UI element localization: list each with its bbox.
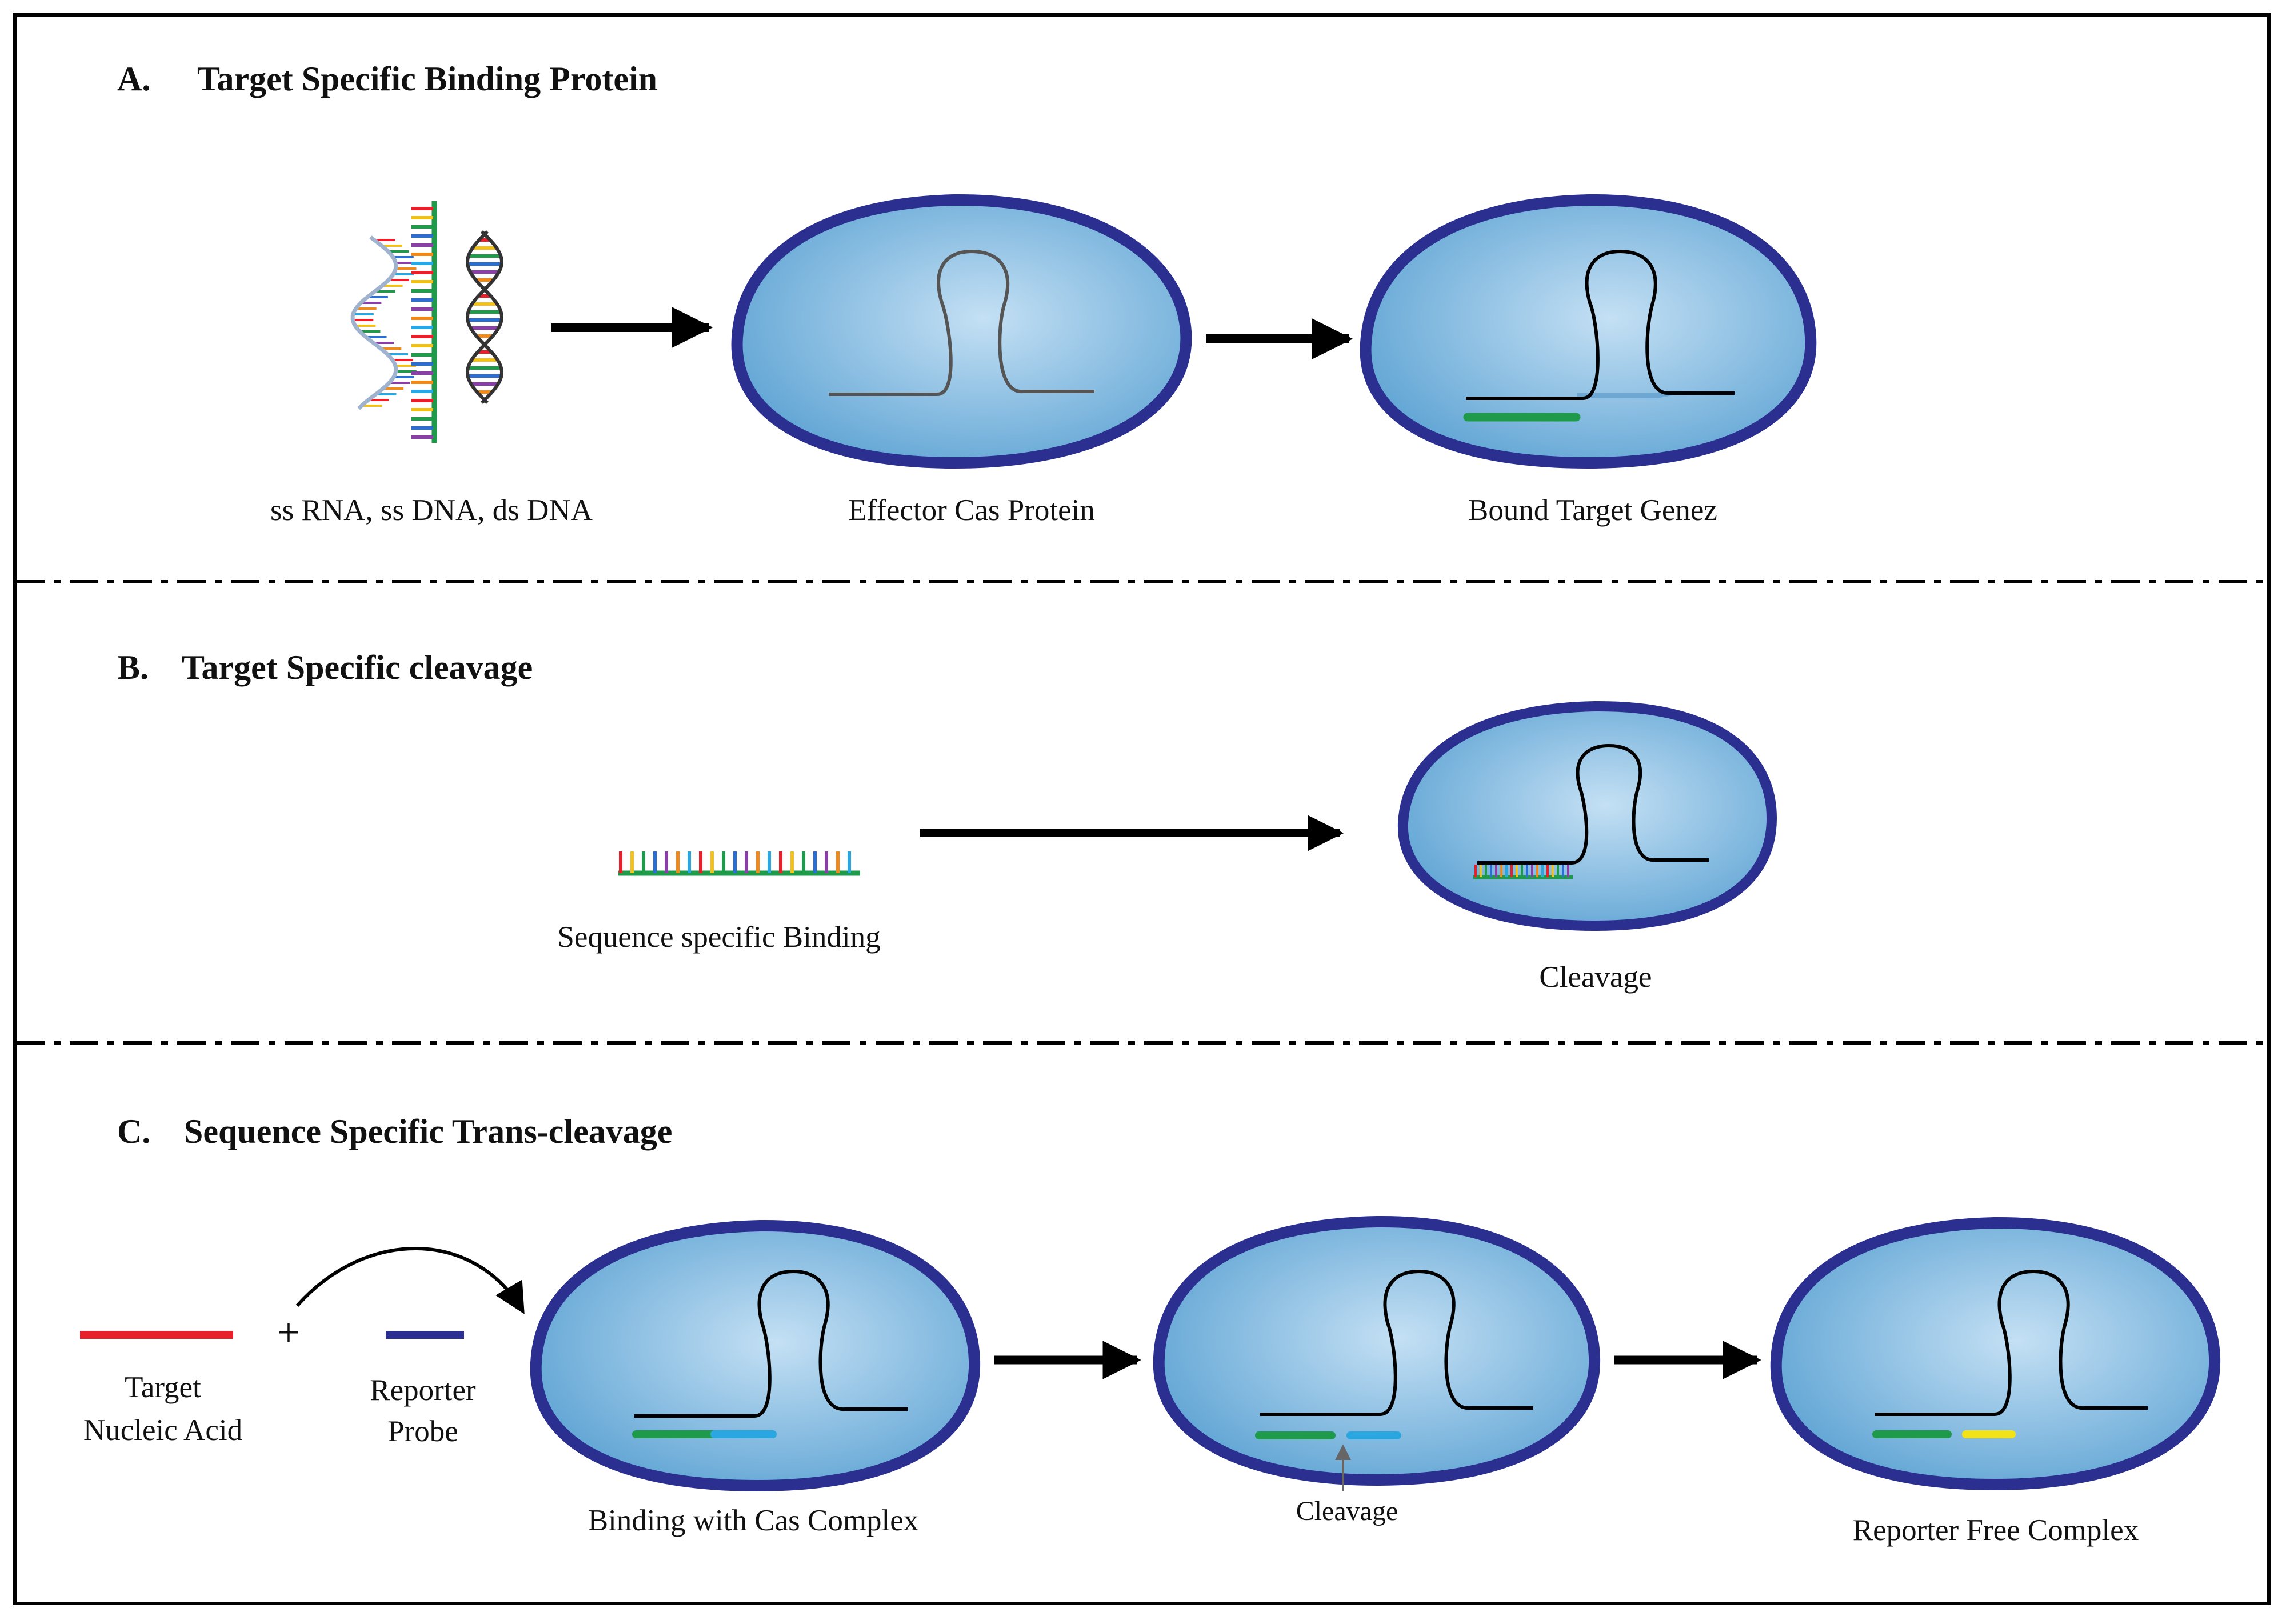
ds-dna-helix-icon xyxy=(465,230,504,405)
guide-rna-loop xyxy=(1260,1269,1533,1416)
guide-rna-loop xyxy=(829,249,1094,396)
cas-cell-body xyxy=(530,1219,981,1492)
cas-cell-body xyxy=(1360,194,1817,469)
guide-rna-loop xyxy=(1875,1269,2148,1416)
guide-rna-loop xyxy=(1477,743,1709,865)
label-binding-complex: Binding with Cas Complex xyxy=(588,1504,919,1537)
ss-dna-comb-icon xyxy=(618,851,860,876)
dna-strand-2 xyxy=(465,230,504,405)
outer-frame xyxy=(13,13,2271,1605)
label-cleavage-point: Cleavage xyxy=(1296,1496,1398,1526)
effector-cas-protein xyxy=(731,194,1192,469)
bound-comb-strand xyxy=(1473,865,1573,879)
plus-sign: + xyxy=(277,1311,299,1355)
rna-backbone xyxy=(350,235,398,410)
ss-rna-helix-icon xyxy=(350,235,417,410)
ss-dna-strand-icon xyxy=(411,201,437,443)
cas-cell-body xyxy=(1770,1217,2221,1491)
curved-arrow-icon xyxy=(295,1247,525,1314)
cleavage-complex xyxy=(1397,701,1777,931)
cleavage-cas-complex xyxy=(1153,1215,1601,1491)
label-target-line2: Nucleic Acid xyxy=(83,1414,242,1447)
reporter-free-complex xyxy=(1770,1217,2221,1491)
panel-c-title: Sequence Specific Trans-cleavage xyxy=(184,1113,672,1150)
panel-b: B. Target Specific cleavage Sequence spe… xyxy=(117,649,1777,994)
label-bound-target: Bound Target Genez xyxy=(1468,494,1717,527)
guide-rna-loop xyxy=(634,1269,908,1418)
label-reporter-line2: Probe xyxy=(387,1415,458,1448)
label-target-line1: Target xyxy=(125,1371,201,1404)
label-cleavage: Cleavage xyxy=(1539,961,1652,994)
panel-a-title: Target Specific Binding Protein xyxy=(197,60,657,98)
panel-a: A. Target Specific Binding Protein ss RN… xyxy=(117,60,1817,527)
panel-b-letter: B. xyxy=(117,649,149,686)
label-reporter-line1: Reporter xyxy=(370,1374,476,1407)
cas-cell-body xyxy=(1153,1215,1601,1486)
target-binding-shadow xyxy=(1577,393,1683,398)
guide-rna-loop xyxy=(1466,249,1735,400)
panel-c-letter: C. xyxy=(117,1113,150,1150)
label-effector: Effector Cas Protein xyxy=(848,494,1095,527)
binding-cas-complex xyxy=(530,1219,981,1492)
label-sequence-binding: Sequence specific Binding xyxy=(557,921,880,954)
label-substrates: ss RNA, ss DNA, ds DNA xyxy=(270,494,593,527)
panel-c: C. Sequence Specific Trans-cleavage + Ta… xyxy=(80,1113,2221,1547)
panel-b-title: Target Specific cleavage xyxy=(182,649,533,686)
dna-strand-1 xyxy=(465,230,504,405)
label-reporter-free: Reporter Free Complex xyxy=(1853,1514,2139,1547)
bound-target-complex xyxy=(1360,194,1817,469)
panel-a-letter: A. xyxy=(117,60,150,98)
cas-cell-body xyxy=(731,194,1192,469)
